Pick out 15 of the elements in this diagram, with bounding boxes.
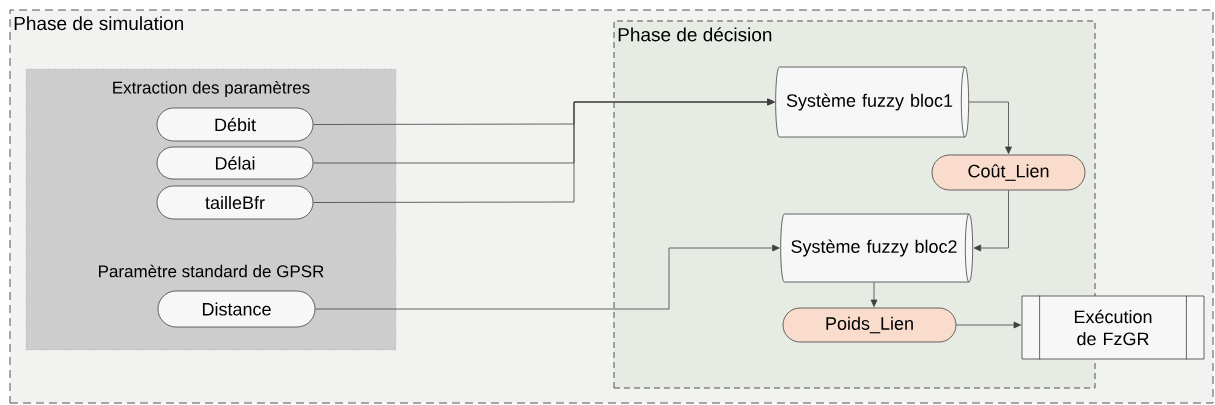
terminator-box: tailleBfr	[156, 185, 314, 220]
arrow	[315, 244, 780, 310]
arrow	[956, 321, 1021, 329]
terminator-box: Poids_Lien	[782, 307, 957, 343]
arrow	[968, 101, 1012, 154]
terminator-box: Débit	[156, 107, 314, 142]
terminator-box: Délai	[156, 146, 314, 180]
terminator-box: Coût_Lien	[931, 154, 1086, 191]
arrow	[973, 190, 1009, 252]
storage-cylinder: Système fuzzy bloc1	[775, 66, 970, 138]
arrow	[313, 98, 775, 203]
arrow	[870, 282, 878, 307]
process-box: Exécution de FzGR	[1021, 295, 1205, 360]
storage-cylinder: Système fuzzy bloc2	[780, 213, 974, 283]
terminator-box: Distance	[157, 290, 316, 328]
